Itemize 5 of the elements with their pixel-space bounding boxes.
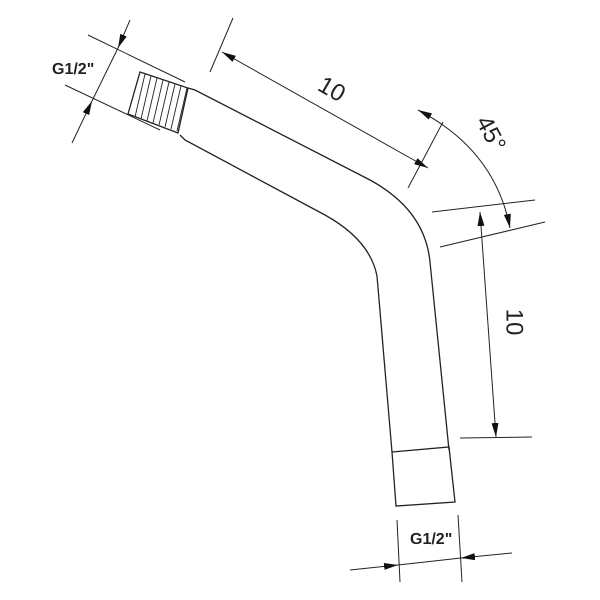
dimension-label: 10	[314, 72, 349, 108]
dimension-label: 45°	[471, 112, 510, 156]
dimension-label: G1/2"	[410, 532, 452, 548]
dimension-label: 10	[501, 308, 526, 336]
dimension-label: G1/2"	[52, 62, 94, 78]
